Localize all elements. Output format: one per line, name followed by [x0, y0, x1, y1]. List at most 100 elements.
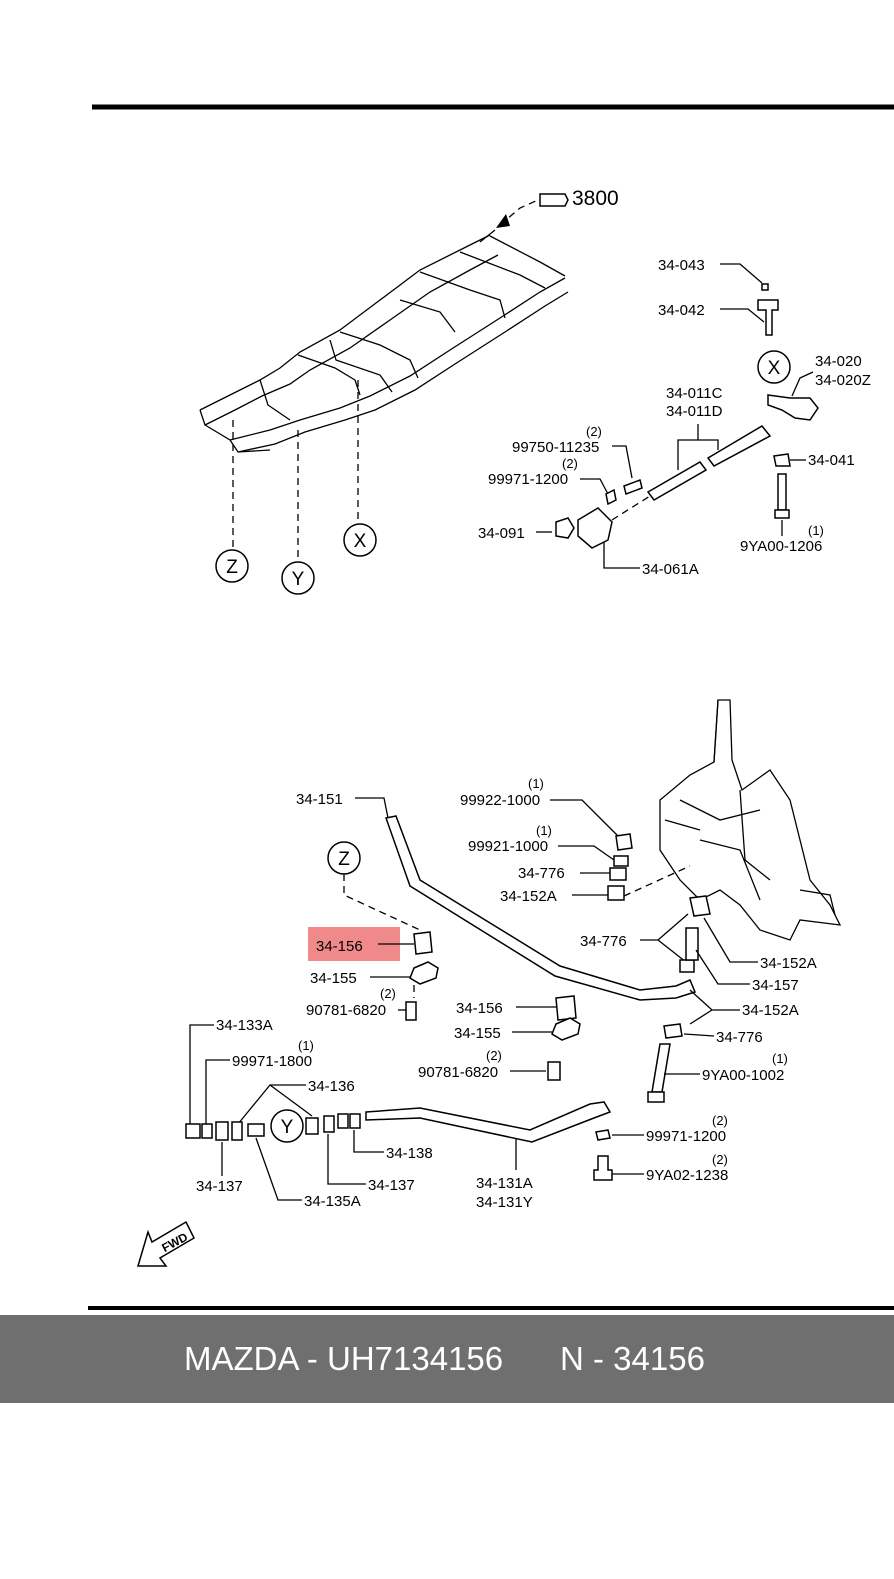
label-34-011d: 34-011D	[666, 403, 723, 420]
label-34-137-b: 34-137	[368, 1177, 415, 1194]
label-9ya00-1002: 9YA00-1002	[702, 1067, 784, 1084]
qty-9ya02-1238: (2)	[712, 1152, 728, 1167]
label-3800: 3800	[572, 187, 619, 210]
part-34-776-a-icon	[609, 867, 627, 881]
part-99922-icon	[615, 833, 633, 851]
label-34-155-b: 34-155	[454, 1025, 501, 1042]
label-34-020z: 34-020Z	[815, 372, 871, 389]
leader-3800	[499, 199, 539, 226]
circle-x-right: X	[757, 350, 791, 384]
part-34-156-b-icon	[555, 995, 577, 1021]
part-9ya02-1238-icon	[593, 1155, 613, 1181]
qty-99922: (1)	[528, 776, 544, 791]
part-34-135a-icon	[247, 1123, 265, 1137]
label-99750-11235: 99750-11235	[512, 439, 599, 456]
label-34-151: 34-151	[296, 791, 343, 808]
svg-text:Z: Z	[338, 849, 350, 870]
part-99921-icon	[613, 855, 629, 867]
qty-9ya00-1206: (1)	[808, 523, 824, 538]
label-34-157: 34-157	[752, 977, 799, 994]
part-90781-a-icon	[405, 1001, 417, 1021]
part-34-091-icon	[555, 517, 575, 539]
part-34-041-icon	[773, 453, 791, 467]
part-34-061a-icon	[577, 507, 613, 549]
circle-y-bottom: Y	[270, 1109, 304, 1143]
part-34-152a-b-icon	[689, 895, 711, 917]
arrow-3800	[496, 214, 510, 228]
part-34-156-a-icon	[413, 931, 433, 955]
part-3800-icon	[539, 193, 569, 207]
svg-text:Y: Y	[292, 569, 305, 590]
part-34-155-a-icon	[409, 961, 439, 985]
svg-text:Y: Y	[281, 1117, 294, 1138]
part-34-133a-icon	[185, 1123, 201, 1139]
qty-9ya00-1002: (1)	[772, 1051, 788, 1066]
label-34-011c: 34-011C	[666, 385, 723, 402]
qty-99750: (2)	[586, 424, 602, 439]
circle-y-top: Y	[281, 561, 315, 595]
label-34-776-b: 34-776	[580, 933, 627, 950]
part-34-137-b-icon	[323, 1115, 335, 1133]
parts-diagram: 3800 Z Y X 34-043 34-042 X 34-020 34-020…	[88, 104, 894, 1310]
label-99971-1800: 99971-1800	[232, 1053, 312, 1070]
footer-reference-number: N - 34156	[560, 1340, 705, 1377]
vehicle-frame	[199, 229, 569, 453]
part-34-136-b-icon	[305, 1117, 319, 1135]
qty-99971-1800: (1)	[298, 1038, 314, 1053]
qty-90781-b: (2)	[486, 1048, 502, 1063]
part-99750-icon	[623, 479, 643, 495]
label-99921-1000: 99921-1000	[468, 838, 548, 855]
part-34-043-icon	[761, 283, 769, 291]
label-99971-1200-b: 99971-1200	[646, 1128, 726, 1145]
label-34-133a: 34-133A	[216, 1017, 273, 1034]
label-34-131a: 34-131A	[476, 1175, 533, 1192]
label-34-137-a: 34-137	[196, 1178, 243, 1195]
label-34-131y: 34-131Y	[476, 1194, 533, 1211]
label-34-152a-a: 34-152A	[500, 888, 557, 905]
part-90781-b-icon	[547, 1061, 561, 1081]
part-99971-1800-icon	[201, 1123, 213, 1139]
label-9ya00-1206: 9YA00-1206	[740, 538, 822, 555]
label-90781-6820-a: 90781-6820	[306, 1002, 386, 1019]
qty-99971-1200-b: (2)	[712, 1113, 728, 1128]
steering-knuckle	[659, 699, 842, 941]
svg-text:X: X	[768, 358, 781, 379]
label-34-155-a: 34-155	[310, 970, 357, 987]
part-34-011-bar2-icon	[706, 425, 772, 467]
footer-brand-part-number: MAZDA - UH7134156	[184, 1340, 504, 1377]
qty-90781-a: (2)	[380, 986, 396, 1001]
label-34-156-highlighted: 34-156	[316, 938, 363, 955]
part-9ya00-1002-bolt-icon	[651, 1043, 671, 1093]
stabilizer-bar	[385, 815, 697, 1001]
label-34-061a: 34-061A	[642, 561, 699, 578]
part-34-042-icon	[757, 299, 779, 336]
strut-rod	[365, 1101, 612, 1143]
label-34-041: 34-041	[808, 452, 855, 469]
label-34-152a-b: 34-152A	[760, 955, 817, 972]
label-34-776-a: 34-776	[518, 865, 565, 882]
part-34-138-b-icon	[349, 1113, 361, 1129]
part-99971-1200-b-icon	[595, 1129, 611, 1141]
svg-text:Z: Z	[226, 557, 238, 578]
footer-bar: MAZDA - UH7134156 N - 34156	[0, 1315, 894, 1403]
label-34-020: 34-020	[815, 353, 862, 370]
label-99971-1200-top: 99971-1200	[488, 471, 568, 488]
part-34-776-b-icon	[679, 959, 695, 973]
label-34-042: 34-042	[658, 302, 705, 319]
label-99922-1000: 99922-1000	[460, 792, 540, 809]
label-34-135a: 34-135A	[304, 1193, 361, 1210]
circle-z-top: Z	[215, 549, 249, 583]
label-90781-6820-b: 90781-6820	[418, 1064, 498, 1081]
qty-99971-top: (2)	[562, 456, 578, 471]
part-99971-top-icon	[605, 488, 617, 506]
label-34-152a-c: 34-152A	[742, 1002, 799, 1019]
label-34-138: 34-138	[386, 1145, 433, 1162]
part-34-011-bar-icon	[646, 461, 708, 501]
part-34-157-icon	[685, 927, 699, 961]
part-9ya00-1206-bolt-icon	[777, 473, 787, 511]
circle-z-bottom: Z	[327, 841, 361, 875]
part-34-136-a-icon	[231, 1121, 243, 1141]
label-34-043: 34-043	[658, 257, 705, 274]
qty-99921: (1)	[536, 823, 552, 838]
svg-text:X: X	[354, 531, 367, 552]
